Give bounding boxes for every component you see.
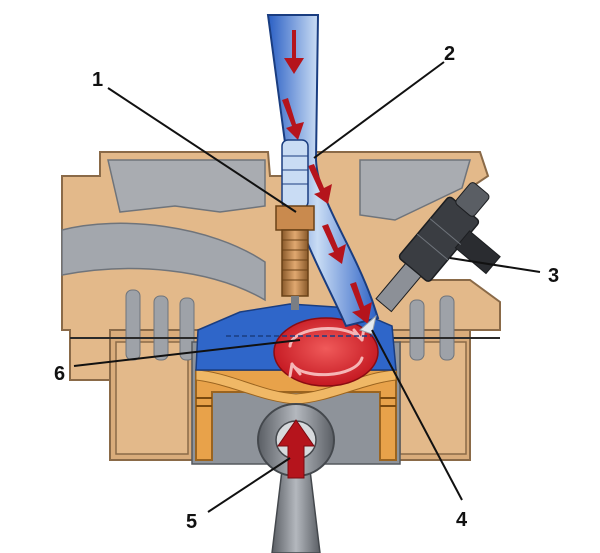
flow-arrow-icon [282,98,304,140]
piston-crown-bowl [195,369,397,405]
coolant-channel-right-1 [409,299,425,361]
intake-port [266,14,380,328]
cylinder-wall-right [399,341,467,455]
leader-3 [449,257,541,273]
callout-5-piston: 5 [186,511,197,533]
spark-plug-insulator [281,139,309,209]
injector-nozzle [375,262,422,313]
leader-6 [73,339,301,367]
fuel-injector-icon [375,182,501,313]
callout-3-fuel-injector: 3 [548,265,559,287]
left-gray-port [61,222,266,302]
leader-1 [107,87,297,213]
flow-arrow-icon [284,30,304,74]
right-gray-passage [359,159,471,221]
spark-plug-icon [275,139,315,310]
coolant-channel-left-1 [125,289,141,361]
connecting-rod-icon [257,403,335,553]
flow-arrow-icon [308,164,332,204]
flow-arrow-icon [350,282,372,324]
callout-1-spark-plug: 1 [92,69,103,91]
callout-6-combustion-chamber: 6 [54,363,65,385]
fuel-spray [359,314,377,335]
cylinder-wall-left [115,341,189,455]
coolant-channel-left-2 [153,295,169,361]
leader-2 [313,61,445,159]
spark-plug-thread [281,229,309,297]
injector-top [455,182,490,217]
leader-5 [207,457,291,513]
callout-2-intake-port: 2 [444,43,455,65]
upper-gray-passage [107,159,266,213]
coolant-channel-right-2 [439,295,455,361]
tumble-swirl-arrow-icon [288,326,366,378]
callout-labels: 1 2 3 4 5 6 [54,43,559,533]
coolant-channel-left-3 [179,297,195,361]
spark-plug-hex [275,205,315,231]
callout-leaders [73,61,541,513]
connecting-rod-shank [271,469,321,553]
flow-arrow-icon [322,224,346,264]
upward-flow-arrow-icon [277,419,315,479]
callout-4-fuel-spray: 4 [456,509,468,531]
spark-plug-electrode [291,296,299,310]
leader-4 [371,329,463,501]
